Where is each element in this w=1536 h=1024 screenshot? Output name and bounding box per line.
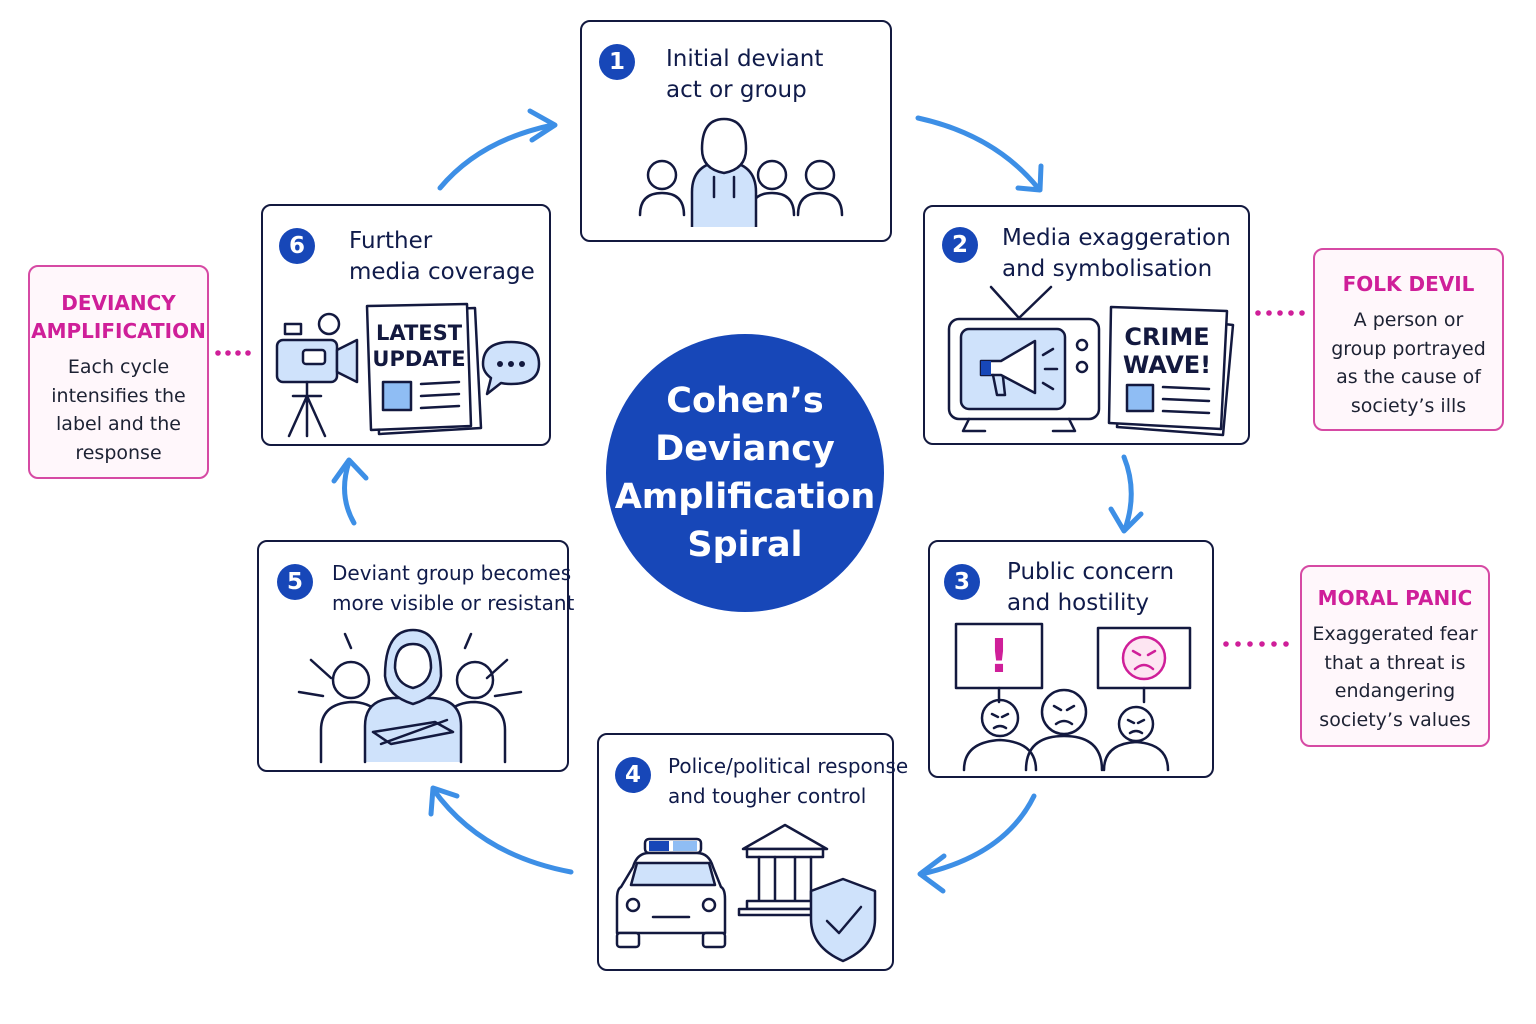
step-3-box: 3 Public concern and hostility ! xyxy=(928,540,1214,778)
step-title-line: media coverage xyxy=(349,259,535,285)
step-title-line: more visible or resistant xyxy=(332,591,575,615)
tv-megaphone-icon xyxy=(947,285,1101,433)
deviancy-amplification-note: DEVIANCY AMPLIFICATION Each cycle intens… xyxy=(28,265,209,479)
person-group-icon xyxy=(638,117,844,227)
note-body-line: that a threat is xyxy=(1324,651,1466,674)
newspaper-headline-line: UPDATE xyxy=(372,347,465,371)
cycle-arrow-icon xyxy=(917,793,1037,894)
step-number-badge: 1 xyxy=(599,44,635,80)
step-title-line: act or group xyxy=(666,77,807,103)
step-4-box: 4 Police/political response and tougher … xyxy=(597,733,908,971)
step-title: Media exaggeration and symbolisation xyxy=(1002,223,1231,285)
police-car-icon xyxy=(615,837,727,949)
step-number-badge: 2 xyxy=(942,227,978,263)
note-body-line: A person or xyxy=(1353,309,1464,331)
step-6-box: 6 Further media coverage LATEST U xyxy=(261,204,551,446)
step-title-line: and hostility xyxy=(1007,590,1150,616)
step-title-line: Further xyxy=(349,228,433,254)
step-5-box: 5 Deviant group becomes more visible or … xyxy=(257,540,574,772)
protest-sign-icon: ! xyxy=(954,622,1192,772)
diagram-title-line: Cohen’s xyxy=(666,381,824,421)
step-title-line: Media exaggeration xyxy=(1002,225,1231,251)
note-body-line: intensifies the xyxy=(51,384,186,407)
step-title-line: and symbolisation xyxy=(1002,256,1213,282)
note-title: AMPLIFICATION xyxy=(31,319,206,343)
cycle-arrow-icon xyxy=(915,115,1044,193)
note-body: Exaggerated fear that a threat is endang… xyxy=(1302,620,1488,734)
step-2-box: 2 Media exaggeration and symbolisation xyxy=(923,205,1250,445)
cycle-arrow-icon xyxy=(437,108,558,191)
cycle-arrow-icon xyxy=(331,457,369,526)
note-body-line: response xyxy=(75,441,162,464)
step-title-line: Deviant group becomes xyxy=(332,561,572,585)
step-number-badge: 3 xyxy=(944,564,980,600)
note-connector-left xyxy=(215,350,251,356)
newspaper-icon: LATEST UPDATE xyxy=(365,302,483,436)
newspaper-headline-line: LATEST xyxy=(376,321,463,345)
newspaper-headline-line: WAVE! xyxy=(1123,351,1211,379)
step-title: Further media coverage xyxy=(349,226,535,288)
government-building-icon xyxy=(737,823,833,917)
step-title-line: Public concern xyxy=(1007,559,1175,585)
note-connector-right-top xyxy=(1255,310,1305,316)
note-title: FOLK DEVIL xyxy=(1342,272,1475,296)
cycle-arrow-icon xyxy=(428,785,574,875)
step-title: Deviant group becomes more visible or re… xyxy=(332,558,574,618)
cycle-arrow-icon xyxy=(1108,454,1144,534)
diagram-title: Cohen’s Deviancy Amplification Spiral xyxy=(606,334,884,612)
note-body-line: Each cycle xyxy=(67,356,170,378)
note-body-line: group portrayed xyxy=(1331,337,1486,360)
note-body-line: endangering xyxy=(1334,680,1456,702)
note-body-line: label and the xyxy=(56,413,181,435)
diagram-title-line: Spiral xyxy=(687,525,803,565)
step-1-box: 1 Initial deviant act or group xyxy=(580,20,892,242)
note-title: MORAL PANIC xyxy=(1317,586,1473,610)
note-body-line: society’s ills xyxy=(1350,394,1467,417)
diagram-title-line: Amplification xyxy=(614,477,876,517)
exclamation-icon: ! xyxy=(989,629,1010,683)
step-title: Initial deviant act or group xyxy=(666,44,823,106)
note-body-line: society’s values xyxy=(1319,708,1471,731)
video-camera-icon xyxy=(275,312,359,438)
step-number-badge: 5 xyxy=(277,564,313,600)
note-body: Each cycle intensifies the label and the… xyxy=(30,353,207,467)
step-number-badge: 4 xyxy=(615,757,651,793)
step-title-line: Initial deviant xyxy=(666,46,824,72)
step-title-line: Police/political response xyxy=(668,754,909,778)
note-body-line: as the cause of xyxy=(1336,366,1481,388)
angry-face-icon xyxy=(1121,635,1167,681)
speech-bubble-icon xyxy=(481,340,541,396)
step-title-line: and tougher control xyxy=(668,784,867,808)
newspaper-headline-line: CRIME xyxy=(1124,323,1209,351)
folk-devil-note: FOLK DEVIL A person or group portrayed a… xyxy=(1313,248,1504,431)
note-title: DEVIANCY xyxy=(61,291,176,315)
step-title: Police/political response and tougher co… xyxy=(668,751,908,811)
shield-check-icon xyxy=(809,877,877,963)
newspaper-icon: CRIME WAVE! xyxy=(1107,305,1235,437)
note-body: A person or group portrayed as the cause… xyxy=(1315,306,1502,420)
diagram-title-line: Deviancy xyxy=(655,429,835,469)
note-connector-right-bottom xyxy=(1223,641,1289,647)
hooded-figure-icon xyxy=(297,628,523,764)
step-number-badge: 6 xyxy=(279,228,315,264)
note-body-line: Exaggerated fear xyxy=(1312,623,1478,645)
step-title: Public concern and hostility xyxy=(1007,557,1174,619)
moral-panic-note: MORAL PANIC Exaggerated fear that a thre… xyxy=(1300,565,1490,747)
